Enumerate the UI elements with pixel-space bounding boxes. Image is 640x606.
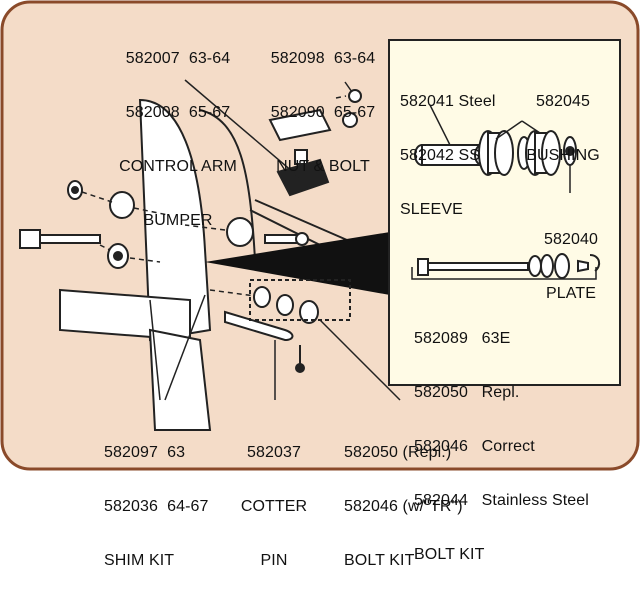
control-arm-bumper-label: 582007 63-64 582008 65-67 CONTROL ARM BU… [108,14,248,266]
sleeve-label: 582041 Steel 582042 SS SLEEVE [400,57,496,255]
label-line: SHIM KIT [104,552,175,569]
label-line: 582036 64-67 [104,498,209,515]
label-line: 582050 (Repl.) [344,444,452,461]
label-line: 582007 63-64 [125,50,231,67]
bushing-detail-part [478,130,561,176]
cotter-pin-label: 582037 COTTER PIN [232,408,316,606]
callout-box [249,279,351,321]
label-line: SLEEVE [400,201,463,218]
nut-bolt-label: 582098 63-64 582090 65-67 NUT & BOLT [258,14,388,212]
nut-bolt-part [342,89,362,128]
label-line: 582041 Steel [400,93,496,110]
label-line: 582098 63-64 [270,50,376,67]
detail-inset [388,39,621,386]
detail-leader-lines [411,104,597,280]
label-line: PIN [260,552,288,569]
detail-drawing [411,104,601,280]
leader-lines [149,79,401,401]
label-line: PLATE [546,285,596,302]
label-line: 582050 Repl. [414,384,520,401]
plate-label: 582040 PLATE [536,195,606,339]
diagram-stage: 582007 63-64 582008 65-67 CONTROL ARM BU… [0,0,640,569]
bolt-parts [19,229,309,249]
assembly-lines [81,95,347,297]
label-line: 582042 SS [400,147,481,164]
label-line: 582008 65-67 [125,104,231,121]
bushing-label: 582045 BUSHING [518,57,608,201]
label-line: COTTER [240,498,308,515]
label-line: 582097 63 [104,444,186,461]
label-line: 582046 (w/"TR") [344,498,463,515]
label-line: CONTROL ARM [119,158,237,175]
label-line: 582045 [536,93,590,110]
label-line: 582089 63E [414,330,511,347]
label-line: BOLT KIT [344,552,415,569]
shim-kit-label: 582097 63 582036 64-67 SHIM KIT [104,408,209,606]
cotter-pin-part [224,310,305,373]
label-line: 582040 [544,231,598,248]
bushing-parts [67,180,319,324]
label-line: BUMPER [143,212,213,229]
label-line: 582037 [247,444,301,461]
bolt-kit-main-label: 582050 (Repl.) 582046 (w/"TR") BOLT KIT [344,408,463,606]
label-line: BUSHING [526,147,600,164]
label-line: NUT & BOLT [276,158,370,175]
control-arm-bumper-part [268,108,332,197]
label-line: 582046 Correct [414,438,535,455]
label-line: 582090 65-67 [270,104,376,121]
